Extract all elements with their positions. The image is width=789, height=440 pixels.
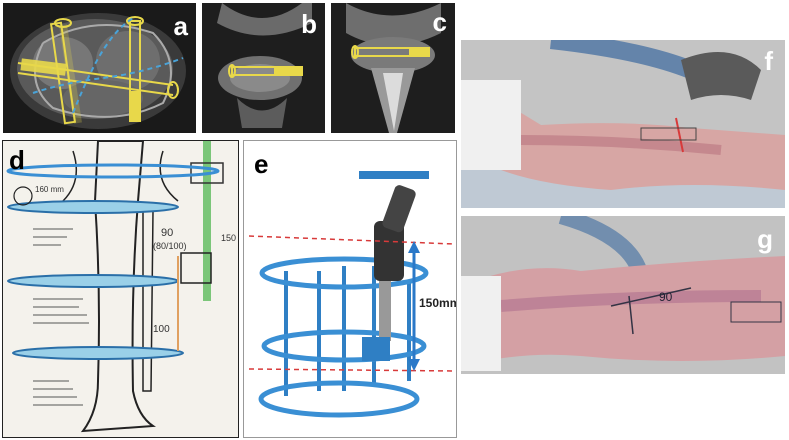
ct-coronal-image — [202, 3, 325, 133]
panel-d-planning-sketch: d 160 mm 150 90 (80/100) 100 — [2, 140, 239, 438]
panel-label-g: g — [757, 224, 773, 254]
annotation-d-mid: 90 — [161, 227, 174, 239]
panel-label-c: c — [432, 7, 447, 37]
annotation-d-ratio: (80/100) — [153, 241, 187, 251]
panel-c-ct-sagittal: c — [331, 3, 455, 133]
panel-a-ct-axial: a — [3, 3, 196, 133]
ct-axial-image — [3, 3, 196, 133]
ct-sagittal-image — [331, 3, 455, 133]
annotation-g-mark: 90 — [659, 290, 673, 304]
annotation-d-side: 150 — [221, 233, 237, 243]
panel-b-ct-coronal: b — [202, 3, 325, 133]
annotation-d-low: 100 — [153, 324, 170, 335]
annotation-e-measure: 150mm — [419, 296, 457, 310]
fixator-photo — [244, 141, 456, 437]
leg-photo-f — [461, 40, 785, 208]
annotation-d-top: 160 mm — [35, 185, 64, 194]
panel-label-b: b — [301, 9, 317, 39]
panel-e-external-fixator: e 150mm — [243, 140, 457, 438]
panel-label-e: e — [254, 149, 269, 179]
panel-label-f: f — [764, 46, 773, 76]
panel-f-leg-photo-before: f — [461, 40, 785, 208]
leg-photo-g — [461, 216, 785, 374]
panel-g-leg-photo-after: g 90 — [461, 216, 785, 374]
panel-label-a: a — [173, 11, 188, 41]
sketch-drawing — [3, 141, 238, 437]
panel-label-d: d — [9, 145, 25, 175]
